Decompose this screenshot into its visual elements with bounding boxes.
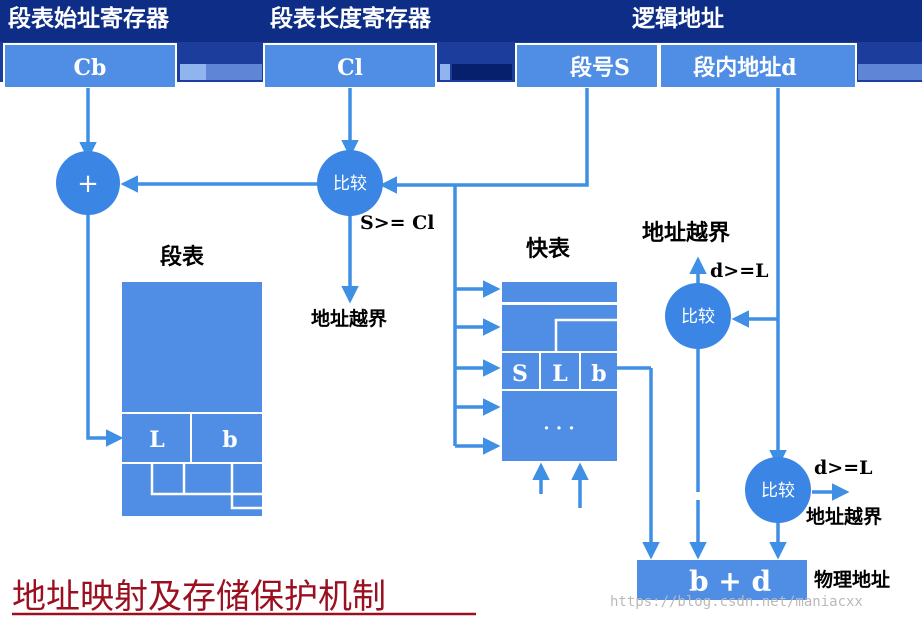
connection-lines bbox=[79, 88, 850, 560]
overflow-label-3: 地址越界 bbox=[806, 505, 882, 528]
register-boxes bbox=[3, 43, 857, 89]
condition-offset-top: d>=L bbox=[710, 260, 768, 282]
segment-offset-field: 段内地址d bbox=[693, 55, 796, 81]
fast-table-length-cell: L bbox=[552, 361, 567, 387]
segment-table-title: 段表 bbox=[160, 244, 205, 270]
logical-address-label: 逻辑地址 bbox=[632, 5, 724, 32]
overflow-label-1: 地址越界 bbox=[311, 307, 387, 330]
segment-table-length-cell: L bbox=[149, 427, 164, 453]
adder-plus-symbol: + bbox=[77, 169, 99, 199]
condition-offset-bottom: d>=L bbox=[814, 457, 872, 479]
comparator-offset-top bbox=[665, 283, 731, 349]
comparator-segment-label: 比较 bbox=[333, 174, 367, 194]
segment-number-field: 段号S bbox=[570, 55, 630, 81]
segment-base-value: Cb bbox=[74, 55, 107, 81]
overflow-label-2: 地址越界 bbox=[642, 220, 730, 246]
segment-table-base-cell: b bbox=[222, 427, 237, 453]
fast-table bbox=[502, 282, 617, 461]
physical-address-expression: b + d bbox=[689, 565, 771, 598]
adder-circle bbox=[56, 151, 120, 215]
watermark-text: https://blog.csdn.net/maniacxx bbox=[610, 594, 863, 610]
segment-length-register-label: 段表长度寄存器 bbox=[270, 5, 432, 32]
fast-table-title: 快表 bbox=[526, 236, 571, 262]
physical-address-label: 物理地址 bbox=[814, 568, 890, 591]
comparator-segment bbox=[317, 150, 383, 216]
comparator-offset-bottom bbox=[745, 457, 811, 523]
fast-table-ellipsis: · · · bbox=[543, 418, 574, 439]
comparator-offset-top-label: 比较 bbox=[681, 307, 715, 327]
segment-length-value: Cl bbox=[337, 55, 363, 81]
fast-table-segment-cell: S bbox=[512, 361, 528, 387]
fast-table-base-cell: b bbox=[591, 361, 606, 387]
physical-address-box bbox=[637, 560, 807, 600]
segment-base-register-label: 段表始址寄存器 bbox=[8, 5, 170, 32]
comparator-offset-bottom-label: 比较 bbox=[761, 481, 795, 501]
diagram-title: 地址映射及存储保护机制 bbox=[12, 577, 386, 617]
condition-segment-length: S>= Cl bbox=[360, 212, 435, 234]
segment-table bbox=[122, 282, 262, 516]
